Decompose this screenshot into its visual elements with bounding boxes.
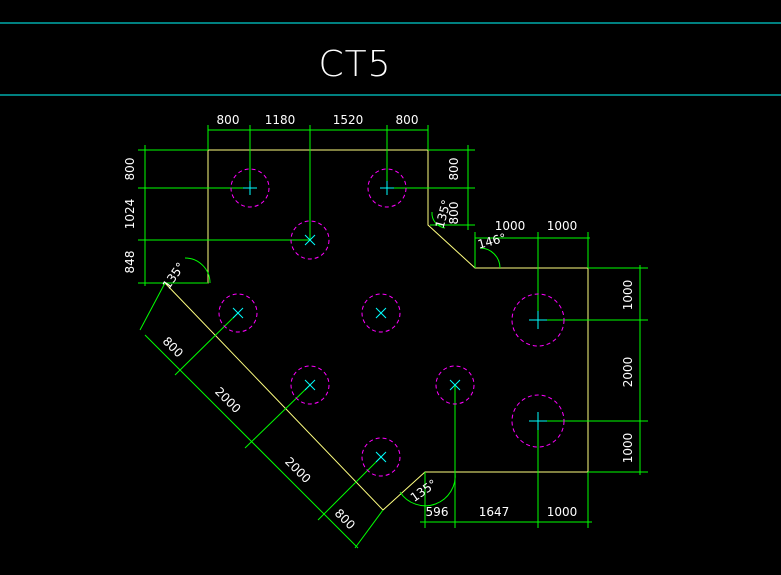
cross-marker-icon xyxy=(232,307,244,319)
dim-bottom-2: 1647 xyxy=(479,505,510,519)
dimension-lines xyxy=(138,125,648,549)
pile-small xyxy=(361,437,401,477)
plus-marker-icon xyxy=(529,311,547,329)
pile-large xyxy=(367,168,407,208)
pile-small xyxy=(290,365,330,405)
cross-marker-icon xyxy=(304,379,316,391)
dim-bottom-1: 596 xyxy=(426,505,449,519)
footing-outline xyxy=(163,149,589,511)
dim-diagonal-3: 2000 xyxy=(282,454,313,485)
dim-left-1: 800 xyxy=(123,158,137,181)
pile-small xyxy=(361,293,401,333)
pile-small xyxy=(218,293,258,333)
dim-top-1: 800 xyxy=(217,113,240,127)
angle-left: 135° xyxy=(160,260,188,292)
pile-small xyxy=(290,220,330,260)
dim-left-2: 1024 xyxy=(123,199,137,230)
dim-right-2: 2000 xyxy=(621,357,635,388)
drawing-title: CT5 xyxy=(318,44,391,85)
dim-top-2: 1180 xyxy=(265,113,296,127)
plus-marker-icon xyxy=(243,181,257,195)
pile-large xyxy=(230,168,270,208)
dim-upper-right-2: 1000 xyxy=(547,219,578,233)
dim-right-3: 1000 xyxy=(621,433,635,464)
cross-marker-icon xyxy=(375,307,387,319)
pile-large xyxy=(511,394,565,448)
cross-marker-icon xyxy=(449,379,461,391)
angle-bottom: 135° xyxy=(408,477,440,505)
dim-bottom-3: 1000 xyxy=(547,505,578,519)
piles xyxy=(218,168,565,477)
dim-top-4: 800 xyxy=(396,113,419,127)
plus-marker-icon xyxy=(380,181,394,195)
dim-right-upper-2: 800 xyxy=(447,202,461,225)
cross-marker-icon xyxy=(304,234,316,246)
dim-upper-right-1: 1000 xyxy=(495,219,526,233)
cross-marker-icon xyxy=(375,451,387,463)
dim-diagonal-1: 800 xyxy=(160,334,186,360)
dim-left-3: 848 xyxy=(123,251,137,274)
dim-right-upper-1: 800 xyxy=(447,158,461,181)
pile-small xyxy=(435,365,475,405)
pile-large xyxy=(511,293,565,347)
plus-marker-icon xyxy=(529,412,547,430)
dim-right-1: 1000 xyxy=(621,280,635,311)
dim-diagonal-4: 800 xyxy=(332,506,358,532)
dim-diagonal-2: 2000 xyxy=(212,384,243,415)
dim-top-3: 1520 xyxy=(333,113,364,127)
dimension-texts: 800 1180 1520 800 800 1024 848 800 800 1… xyxy=(123,113,635,532)
angle-upper-right: 146° xyxy=(476,231,508,252)
